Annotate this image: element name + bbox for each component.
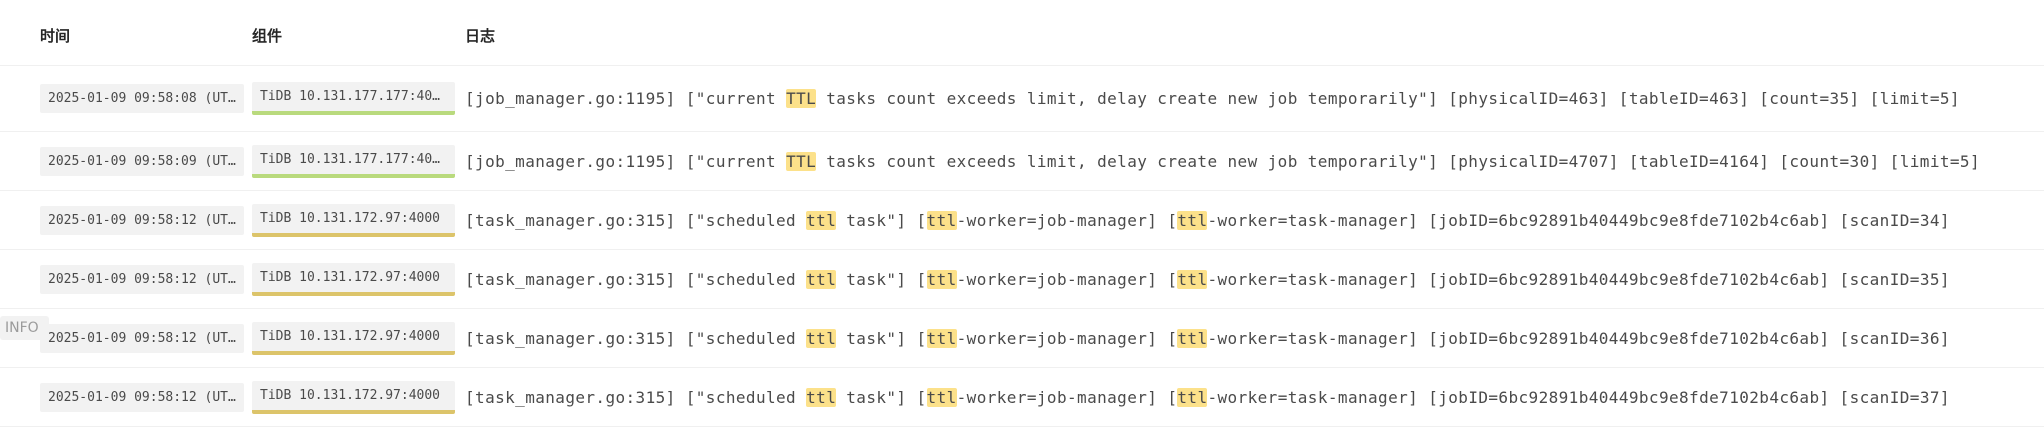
- log-text-segment: tasks count exceeds limit, delay create …: [816, 151, 1980, 171]
- log-row[interactable]: 2025-01-09 09:58:12 (UT… TiDB 10.131.172.…: [0, 309, 2044, 368]
- log-text-segment: task"] [: [836, 328, 927, 348]
- search-match-highlight: ttl: [926, 210, 957, 230]
- log-text-segment: -worker=task-manager] [jobID=6bc92891b40…: [1207, 210, 1950, 230]
- log-row-message: [task_manager.go:315] ["scheduled ttl ta…: [465, 387, 2044, 407]
- log-level-badge: INFO: [0, 316, 49, 340]
- search-match-highlight: TTL: [786, 89, 817, 108]
- log-row[interactable]: 2025-01-09 09:58:09 (UT… TiDB 10.131.177.…: [0, 132, 2044, 191]
- search-match-highlight: TTL: [786, 151, 817, 171]
- log-text-segment: [task_manager.go:315] ["scheduled: [465, 210, 807, 230]
- log-row-time: 2025-01-09 09:58:12 (UT…: [40, 323, 244, 353]
- log-text-segment: -worker=job-manager] [: [956, 328, 1178, 348]
- log-table-header: 时间 组件 日志: [0, 0, 2044, 66]
- log-row-component: TiDB 10.131.172.97:4000: [252, 262, 455, 296]
- log-text-segment: [job_manager.go:1195] ["current: [465, 89, 787, 108]
- search-match-highlight: ttl: [806, 328, 837, 348]
- search-match-highlight: ttl: [806, 269, 837, 289]
- column-header-time: 时间: [40, 27, 71, 45]
- column-header-log: 日志: [465, 27, 496, 45]
- log-row-message: [job_manager.go:1195] ["current TTL task…: [465, 89, 2044, 108]
- log-text-segment: task"] [: [836, 269, 927, 289]
- column-header-component: 组件: [252, 27, 283, 45]
- log-row-component: TiDB 10.131.177.177:40…: [252, 82, 455, 115]
- log-text-segment: -worker=task-manager] [jobID=6bc92891b40…: [1207, 269, 1950, 289]
- log-row-message: [task_manager.go:315] ["scheduled ttl ta…: [465, 269, 2044, 289]
- search-match-highlight: ttl: [1177, 387, 1208, 407]
- log-text-segment: [job_manager.go:1195] ["current: [465, 151, 787, 171]
- log-row-time: 2025-01-09 09:58:12 (UT…: [40, 205, 244, 235]
- log-row[interactable]: 2025-01-09 09:58:12 (UT… TiDB 10.131.172.…: [0, 250, 2044, 309]
- log-text-segment: task"] [: [836, 210, 927, 230]
- log-table-body: 2025-01-09 09:58:08 (UT… TiDB 10.131.177.…: [0, 66, 2044, 427]
- search-match-highlight: ttl: [926, 269, 957, 289]
- log-text-segment: -worker=job-manager] [: [956, 269, 1178, 289]
- log-row-time: 2025-01-09 09:58:12 (UT…: [40, 382, 244, 412]
- log-row-time: 2025-01-09 09:58:09 (UT…: [40, 146, 244, 176]
- log-row-message: [job_manager.go:1195] ["current TTL task…: [465, 151, 2044, 171]
- log-text-segment: -worker=task-manager] [jobID=6bc92891b40…: [1207, 387, 1950, 407]
- log-row-component: TiDB 10.131.177.177:40…: [252, 144, 455, 178]
- log-row[interactable]: 2025-01-09 09:58:12 (UT… TiDB 10.131.172.…: [0, 368, 2044, 427]
- search-match-highlight: ttl: [926, 387, 957, 407]
- log-row-time: 2025-01-09 09:58:08 (UT…: [40, 84, 244, 113]
- search-match-highlight: ttl: [1177, 210, 1208, 230]
- log-row-message: [task_manager.go:315] ["scheduled ttl ta…: [465, 210, 2044, 230]
- log-text-segment: tasks count exceeds limit, delay create …: [816, 89, 1960, 108]
- log-row[interactable]: 2025-01-09 09:58:12 (UT… TiDB 10.131.172.…: [0, 191, 2044, 250]
- search-match-highlight: ttl: [1177, 269, 1208, 289]
- log-text-segment: [task_manager.go:315] ["scheduled: [465, 387, 807, 407]
- log-row-component: TiDB 10.131.172.97:4000: [252, 380, 455, 414]
- log-row-component: TiDB 10.131.172.97:4000: [252, 203, 455, 237]
- log-row-time: 2025-01-09 09:58:12 (UT…: [40, 264, 244, 294]
- log-text-segment: -worker=job-manager] [: [956, 387, 1178, 407]
- log-text-segment: task"] [: [836, 387, 927, 407]
- log-table: 时间 组件 日志 2025-01-09 09:58:08 (UT… TiDB 10…: [0, 0, 2044, 427]
- log-row[interactable]: 2025-01-09 09:58:08 (UT… TiDB 10.131.177.…: [0, 66, 2044, 132]
- search-match-highlight: ttl: [806, 387, 837, 407]
- search-match-highlight: ttl: [1177, 328, 1208, 348]
- log-row-message: [task_manager.go:315] ["scheduled ttl ta…: [465, 328, 2044, 348]
- log-text-segment: [task_manager.go:315] ["scheduled: [465, 328, 807, 348]
- log-text-segment: -worker=task-manager] [jobID=6bc92891b40…: [1207, 328, 1950, 348]
- log-text-segment: -worker=job-manager] [: [956, 210, 1178, 230]
- log-row-component: TiDB 10.131.172.97:4000: [252, 321, 455, 355]
- search-match-highlight: ttl: [806, 210, 837, 230]
- search-match-highlight: ttl: [926, 328, 957, 348]
- log-text-segment: [task_manager.go:315] ["scheduled: [465, 269, 807, 289]
